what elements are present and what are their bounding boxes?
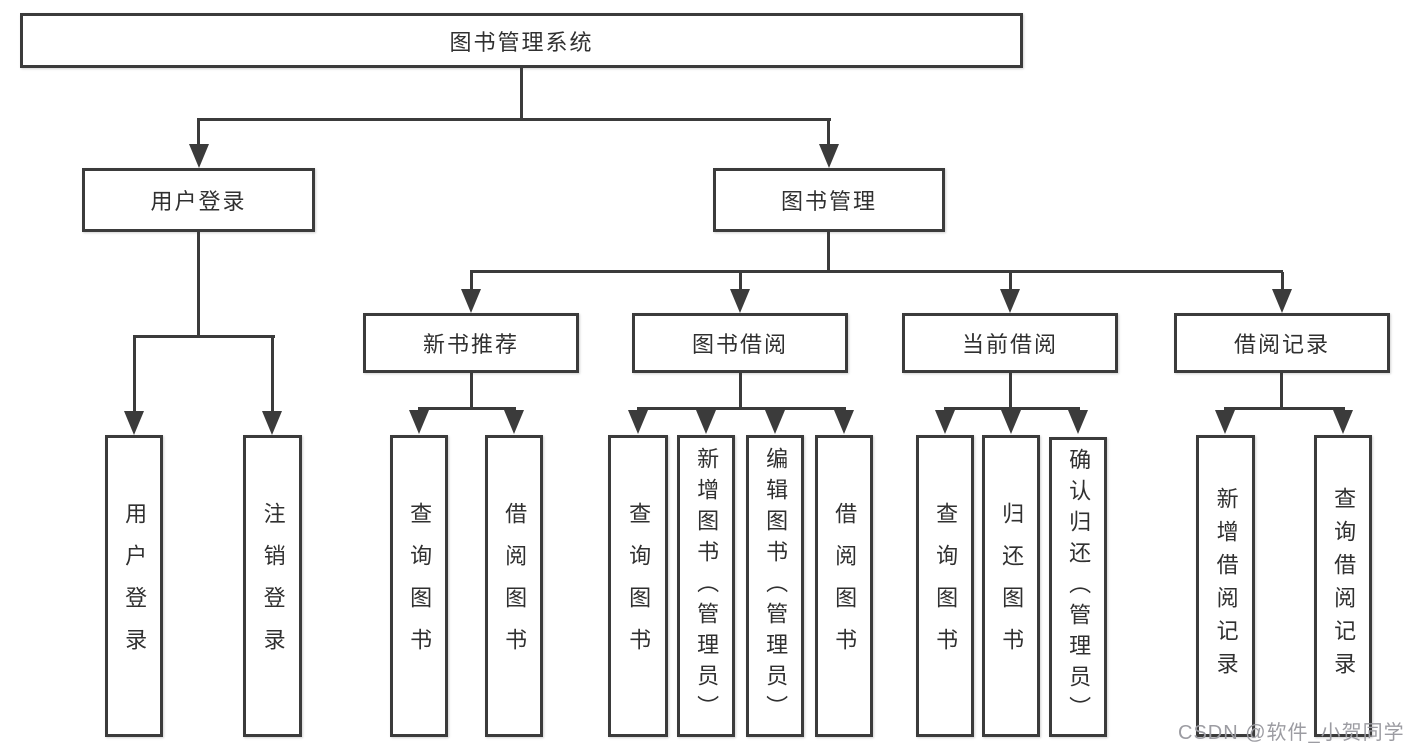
leaf-label: 新增借阅记录: [1213, 487, 1239, 685]
connector-line: [739, 373, 742, 409]
arrow-down-icon: [765, 410, 785, 434]
arrow-down-icon: [1068, 410, 1088, 434]
arrow-down-icon: [935, 410, 955, 434]
leaf-label: 确认归还（管理员）: [1066, 447, 1092, 727]
connector-line: [637, 407, 846, 410]
leaf-label: 借阅图书: [502, 502, 528, 670]
node-borrowing-records: 借阅记录: [1174, 313, 1390, 373]
arrow-down-icon: [628, 410, 648, 434]
leaf-label: 查询图书: [933, 502, 959, 670]
arrow-down-icon: [1333, 410, 1353, 434]
arrow-down-icon: [730, 289, 750, 313]
connector-line: [1009, 272, 1012, 291]
leaf-label: 借阅图书: [832, 502, 858, 670]
node-book-borrowing: 图书借阅: [632, 313, 848, 373]
node-library-management-system: 图书管理系统: [20, 13, 1023, 68]
leaf-borrow-book-recommend: 借阅图书: [485, 435, 543, 737]
arrow-down-icon: [819, 144, 839, 168]
arrow-down-icon: [409, 410, 429, 434]
connector-line: [1224, 407, 1345, 410]
leaf-user-login: 用户登录: [105, 435, 163, 737]
leaf-label: 用户登录: [122, 502, 148, 670]
arrow-down-icon: [504, 410, 524, 434]
leaf-query-borrow-record: 查询借阅记录: [1314, 435, 1372, 737]
leaf-label: 注销登录: [260, 502, 286, 670]
arrow-down-icon: [834, 410, 854, 434]
connector-line: [1009, 373, 1012, 409]
connector-line: [197, 232, 200, 338]
leaf-label: 编辑图书（管理员）: [763, 446, 789, 726]
arrow-down-icon: [1215, 410, 1235, 434]
connector-line: [133, 335, 275, 338]
leaf-return-book: 归还图书: [982, 435, 1040, 737]
connector-line: [197, 120, 200, 148]
arrow-down-icon: [1000, 289, 1020, 313]
node-book-management: 图书管理: [713, 168, 945, 232]
connector-line: [197, 118, 831, 121]
leaf-query-book-borrowing: 查询图书: [608, 435, 668, 737]
connector-line: [1280, 373, 1283, 409]
connector-line: [470, 270, 1283, 273]
connector-line: [739, 272, 742, 291]
connector-line: [133, 337, 136, 411]
leaf-add-book-admin: 新增图书（管理员）: [677, 435, 735, 737]
leaf-label: 新增图书（管理员）: [694, 446, 720, 726]
arrow-down-icon: [696, 410, 716, 434]
leaf-confirm-return-admin: 确认归还（管理员）: [1049, 437, 1107, 737]
connector-line: [827, 120, 830, 148]
leaf-label: 查询图书: [407, 502, 433, 670]
connector-line: [827, 232, 830, 272]
connector-line: [271, 337, 274, 411]
arrow-down-icon: [262, 411, 282, 435]
leaf-label: 查询图书: [626, 502, 652, 670]
watermark: CSDN @软件_小贺同学: [1178, 722, 1405, 744]
arrow-down-icon: [1272, 289, 1292, 313]
leaf-logout: 注销登录: [243, 435, 302, 737]
connector-line: [418, 407, 516, 410]
leaf-label: 查询借阅记录: [1331, 487, 1357, 685]
connector-line: [944, 407, 1080, 410]
node-current-borrowing: 当前借阅: [902, 313, 1118, 373]
leaf-query-book-current: 查询图书: [916, 435, 974, 737]
leaf-query-book-recommend: 查询图书: [390, 435, 448, 737]
connector-line: [1281, 272, 1284, 291]
arrow-down-icon: [124, 411, 144, 435]
arrow-down-icon: [189, 144, 209, 168]
leaf-label: 归还图书: [999, 502, 1025, 670]
leaf-borrow-book-borrowing: 借阅图书: [815, 435, 873, 737]
node-user-login: 用户登录: [82, 168, 315, 232]
node-new-book-recommend: 新书推荐: [363, 313, 579, 373]
leaf-add-borrow-record: 新增借阅记录: [1196, 435, 1255, 737]
arrow-down-icon: [461, 289, 481, 313]
connector-line: [520, 68, 523, 120]
arrow-down-icon: [1001, 410, 1021, 434]
leaf-edit-book-admin: 编辑图书（管理员）: [746, 435, 804, 737]
connector-line: [470, 272, 473, 291]
connector-line: [470, 373, 473, 409]
